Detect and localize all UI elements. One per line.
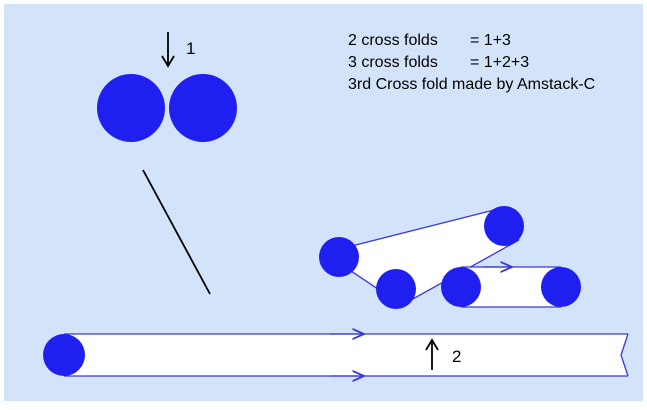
fold-1-arrow-icon <box>161 32 175 68</box>
fold-roller-right <box>169 74 237 142</box>
note-two-cross-folds-value: = 1+3 <box>470 32 511 49</box>
note-three-cross-folds-value: = 1+2+3 <box>470 54 529 71</box>
note-two-cross-folds-label: 2 cross folds <box>348 32 438 49</box>
inclined-belt-roller-bottom <box>376 269 416 309</box>
falling-sheet-line <box>142 169 211 295</box>
fold-1-label: 1 <box>186 39 195 58</box>
main-conveyor-belt <box>64 334 629 376</box>
note-amstack-c: 3rd Cross fold made by Amstack-C <box>348 76 595 93</box>
fold-roller-left <box>97 74 165 142</box>
third-fold-roller-left <box>441 267 481 307</box>
main-conveyor-roller <box>43 334 85 376</box>
note-three-cross-folds-label: 3 cross folds <box>348 54 438 71</box>
third-fold-roller-right <box>541 267 581 307</box>
fold-2-label: 2 <box>452 347 461 366</box>
inclined-belt-roller-left <box>319 237 359 277</box>
fold-2-arrow-icon <box>425 338 439 370</box>
inclined-belt-roller-top <box>484 206 524 246</box>
